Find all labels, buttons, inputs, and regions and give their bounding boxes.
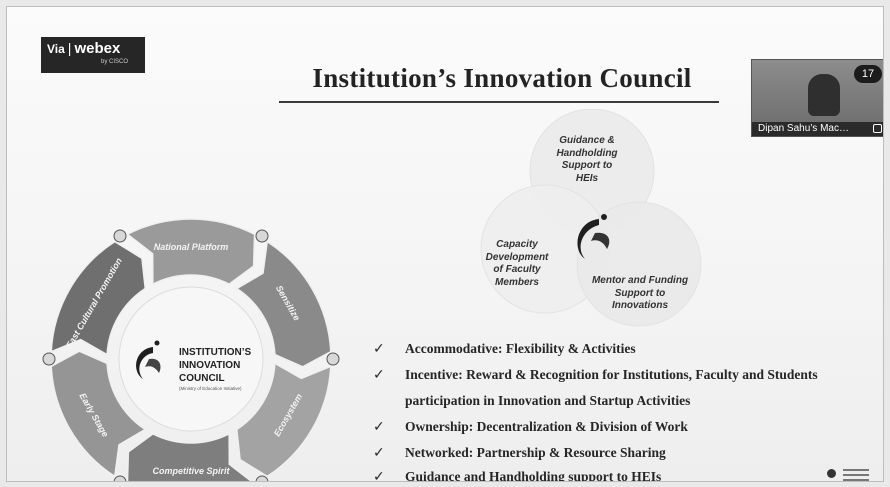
checkmark-icon: ✓ <box>373 367 385 383</box>
cycle-segment-arrow <box>50 350 147 478</box>
slide-title: Institution’s Innovation Council <box>312 63 692 93</box>
cycle-knob-icon <box>42 352 56 366</box>
webex-logo: Via|webex by CISCO <box>41 37 145 73</box>
cycle-segment-arrow <box>235 240 332 368</box>
cycle-knob-icon <box>113 229 127 243</box>
venn-top-line: Guidance & <box>559 135 615 146</box>
via-label: Via <box>47 42 65 56</box>
participant-count-badge[interactable]: 17 <box>854 65 882 83</box>
cycle-center-line2: INNOVATION <box>179 360 240 371</box>
checkmark-icon: ✓ <box>373 419 385 435</box>
presentation-slide: Via|webex by CISCO Institution’s Innovat… <box>6 6 884 482</box>
venn-label-left: Capacity Development of Faculty Members <box>481 239 553 289</box>
checkmark-icon: ✓ <box>373 469 385 482</box>
cycle-segment-arrow <box>126 432 253 481</box>
cycle-knob-icon <box>255 229 269 243</box>
participant-name: Dipan Sahu’s Mac… <box>752 122 883 136</box>
venn-right-line: Innovations <box>611 300 669 311</box>
venn-top-line: Handholding <box>556 147 618 159</box>
venn-left-line: of Faculty <box>493 264 541 275</box>
iic-emblem-icon <box>577 214 610 259</box>
venn-left-line: Members <box>495 276 539 288</box>
cycle-knob-icon <box>113 475 127 481</box>
cycle-knob-icon <box>255 475 269 481</box>
venn-left-line: Capacity <box>496 239 538 250</box>
cycle-center-disc <box>118 286 264 432</box>
webex-sub: by CISCO <box>101 59 129 65</box>
list-item: ✓ Accommodative: Flexibility & Activities <box>373 341 636 357</box>
participant-avatar <box>808 74 840 116</box>
venn-right-line: Support to <box>614 287 666 299</box>
checkmark-icon: ✓ <box>373 341 385 357</box>
cycle-segment-arrow <box>50 240 147 356</box>
venn-circle-right <box>576 201 702 327</box>
title-underline <box>279 101 719 103</box>
cycle-center-line1: INSTITUTION’S <box>179 347 252 358</box>
list-item: ✓ Networked: Partnership & Resource Shari… <box>373 445 666 461</box>
cycle-knob-icon <box>326 352 340 366</box>
venn-label-right: Mentor and Funding Support to Innovation… <box>585 275 695 313</box>
list-item-text: participation in Innovation and Startup … <box>405 393 691 408</box>
list-item-text: Ownership: Decentralization & Division o… <box>405 419 688 434</box>
list-item-text: Networked: Partnership & Resource Sharin… <box>405 445 666 460</box>
checkmark-icon: ✓ <box>373 445 385 461</box>
mic-icon <box>873 124 882 133</box>
list-item: ✓ Ownership: Decentralization & Division … <box>373 419 688 435</box>
cycle-segment-arrow <box>235 362 332 478</box>
iic-cycle-diagram: National PlatformSensitizeEcosystemCompe… <box>42 218 340 481</box>
participant-video-tile[interactable]: 17 Dipan Sahu’s Mac… <box>751 59 883 137</box>
cycle-center-sub: (Ministry of Education Initiative) <box>179 386 242 391</box>
cycle-center-line3: COUNCIL <box>179 373 225 384</box>
venn-top-line: HEIs <box>575 172 599 184</box>
venn-diagram <box>480 109 702 327</box>
slide-menu-icon[interactable] <box>843 469 869 481</box>
cycle-segment-arrow <box>126 218 256 286</box>
venn-top-line: Support to <box>561 160 613 171</box>
venn-right-line: Mentor and Funding <box>591 275 689 286</box>
list-item: ✓ Guidance and Handholding support to HEI… <box>373 469 662 482</box>
list-item-text: Accommodative: Flexibility & Activities <box>405 341 636 356</box>
list-item-continuation: participation in Innovation and Startup … <box>373 393 690 409</box>
cycle-segment-label: National Platform <box>154 242 229 252</box>
webex-brand: webex <box>74 40 121 57</box>
list-item-text: Guidance and Handholding support to HEIs <box>405 469 662 482</box>
venn-label-top: Guidance & Handholding Support to HEIs <box>553 135 621 185</box>
iic-center-emblem-icon <box>136 340 161 379</box>
venn-left-line: Development <box>485 251 549 263</box>
slide-nav-dot-icon[interactable] <box>827 469 836 478</box>
list-item: ✓ Incentive: Reward & Recognition for Ins… <box>373 367 818 383</box>
cycle-segment-label: Competitive Spirit <box>152 466 230 476</box>
list-item-text: Incentive: Reward & Recognition for Inst… <box>405 367 818 382</box>
